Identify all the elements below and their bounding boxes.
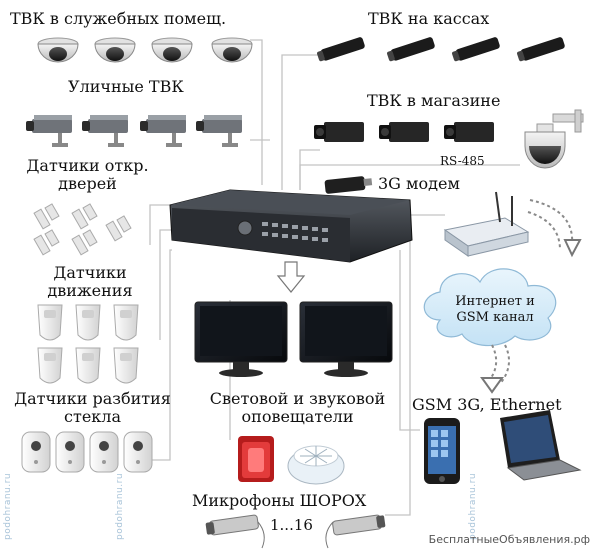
- door-sensor-icon: [71, 229, 98, 256]
- label-motion-sensors-line2: движения: [47, 281, 133, 300]
- door-sensor-icon: [33, 203, 60, 230]
- label-street-cameras: Уличные ТВК: [68, 77, 184, 96]
- siren-icon: [238, 436, 274, 482]
- glass-sensor-icon: [21, 431, 51, 473]
- door-sensor-icon: [105, 215, 132, 242]
- sounder-icon: [287, 445, 345, 485]
- wireless-arrow-icon: [527, 199, 582, 258]
- dome-camera-icon: [151, 37, 193, 63]
- label-rs485: RS-485: [440, 154, 485, 168]
- dvr-recorder: [169, 189, 413, 263]
- label-door-sensors: Датчики откр. дверей: [10, 157, 165, 193]
- door-sensors: [33, 203, 132, 256]
- dome-camera-icon: [37, 37, 79, 63]
- microphone-icon-left: [205, 514, 265, 549]
- label-door-sensors-line2: дверей: [58, 174, 117, 193]
- motion-sensors: [37, 304, 139, 384]
- label-glass-sensors: Датчики разбития стекла: [0, 390, 185, 426]
- bullet-camera-icon: [387, 37, 435, 62]
- motion-sensor-icon: [37, 304, 63, 341]
- street-camera-icon: [140, 115, 186, 147]
- ptz-dome-camera-icon: [524, 109, 584, 169]
- label-microphones: Микрофоны ШОРОХ: [192, 491, 367, 510]
- bullet-camera-icon: [452, 37, 500, 62]
- label-motion-sensors: Датчики движения: [20, 264, 160, 300]
- label-internet-line1: Интернет и: [455, 294, 535, 309]
- door-sensor-icon: [33, 229, 60, 256]
- label-alarms-line1: Световой и звуковой: [209, 389, 386, 408]
- label-cashier-cameras: ТВК на кассах: [368, 9, 490, 28]
- label-door-sensors-line1: Датчики откр.: [26, 156, 149, 175]
- motion-sensor-icon: [113, 304, 139, 341]
- glass-sensor-icon: [55, 431, 85, 473]
- dome-camera-icon: [211, 37, 253, 63]
- bullet-camera-icon: [317, 37, 365, 62]
- box-camera-icon: [314, 122, 364, 142]
- label-modem: 3G модем: [378, 174, 460, 193]
- microphone-icon-right: [325, 514, 386, 549]
- glass-break-sensors: [21, 431, 153, 473]
- dome-camera-icon: [94, 37, 136, 63]
- street-camera-icon: [196, 115, 242, 147]
- down-arrow-icon: [276, 261, 306, 293]
- cashier-bullet-cameras: [317, 37, 565, 62]
- street-camera-icon: [26, 115, 72, 147]
- box-camera-icon: [379, 122, 429, 142]
- street-cameras: [26, 115, 242, 147]
- label-internet-line2: GSM канал: [456, 310, 534, 325]
- motion-sensor-icon: [113, 347, 139, 384]
- label-mic-range: 1...16: [270, 516, 313, 534]
- router-icon: [443, 191, 530, 257]
- motion-sensor-icon: [75, 347, 101, 384]
- box-camera-icon: [444, 122, 494, 142]
- label-alarms: Световой и звуковой оповещатели: [185, 390, 410, 426]
- door-sensor-icon: [71, 203, 98, 230]
- store-box-cameras: [314, 122, 494, 142]
- glass-sensor-icon: [123, 431, 153, 473]
- monitor-icon-right: [299, 301, 393, 377]
- label-glass-sensors-line1: Датчики разбития: [14, 389, 171, 408]
- label-motion-sensors-line1: Датчики: [53, 263, 127, 282]
- label-internet: Интернет и GSM канал: [440, 294, 550, 326]
- motion-sensor-icon: [37, 347, 63, 384]
- label-glass-sensors-line2: стекла: [64, 407, 121, 426]
- label-alarms-line2: оповещатели: [241, 407, 354, 426]
- wireless-arrow-down-icon: [480, 344, 510, 394]
- internet-cloud-icon: [423, 268, 557, 347]
- usb-modem-icon: [324, 176, 373, 194]
- label-store-cameras: ТВК в магазине: [367, 91, 501, 110]
- monitor-icon-left: [194, 301, 288, 377]
- phone-icon: [424, 418, 460, 484]
- label-gsm: GSM 3G, Ethernet: [412, 395, 562, 414]
- indoor-dome-cameras: [37, 37, 253, 63]
- street-camera-icon: [82, 115, 128, 147]
- footer-site: БесплатныеОбъявления.рф: [428, 533, 590, 546]
- motion-sensor-icon: [75, 304, 101, 341]
- glass-sensor-icon: [89, 431, 119, 473]
- label-indoor-cameras: ТВК в служебных помещ.: [10, 9, 227, 28]
- bullet-camera-icon: [517, 37, 565, 62]
- laptop-icon: [500, 410, 582, 481]
